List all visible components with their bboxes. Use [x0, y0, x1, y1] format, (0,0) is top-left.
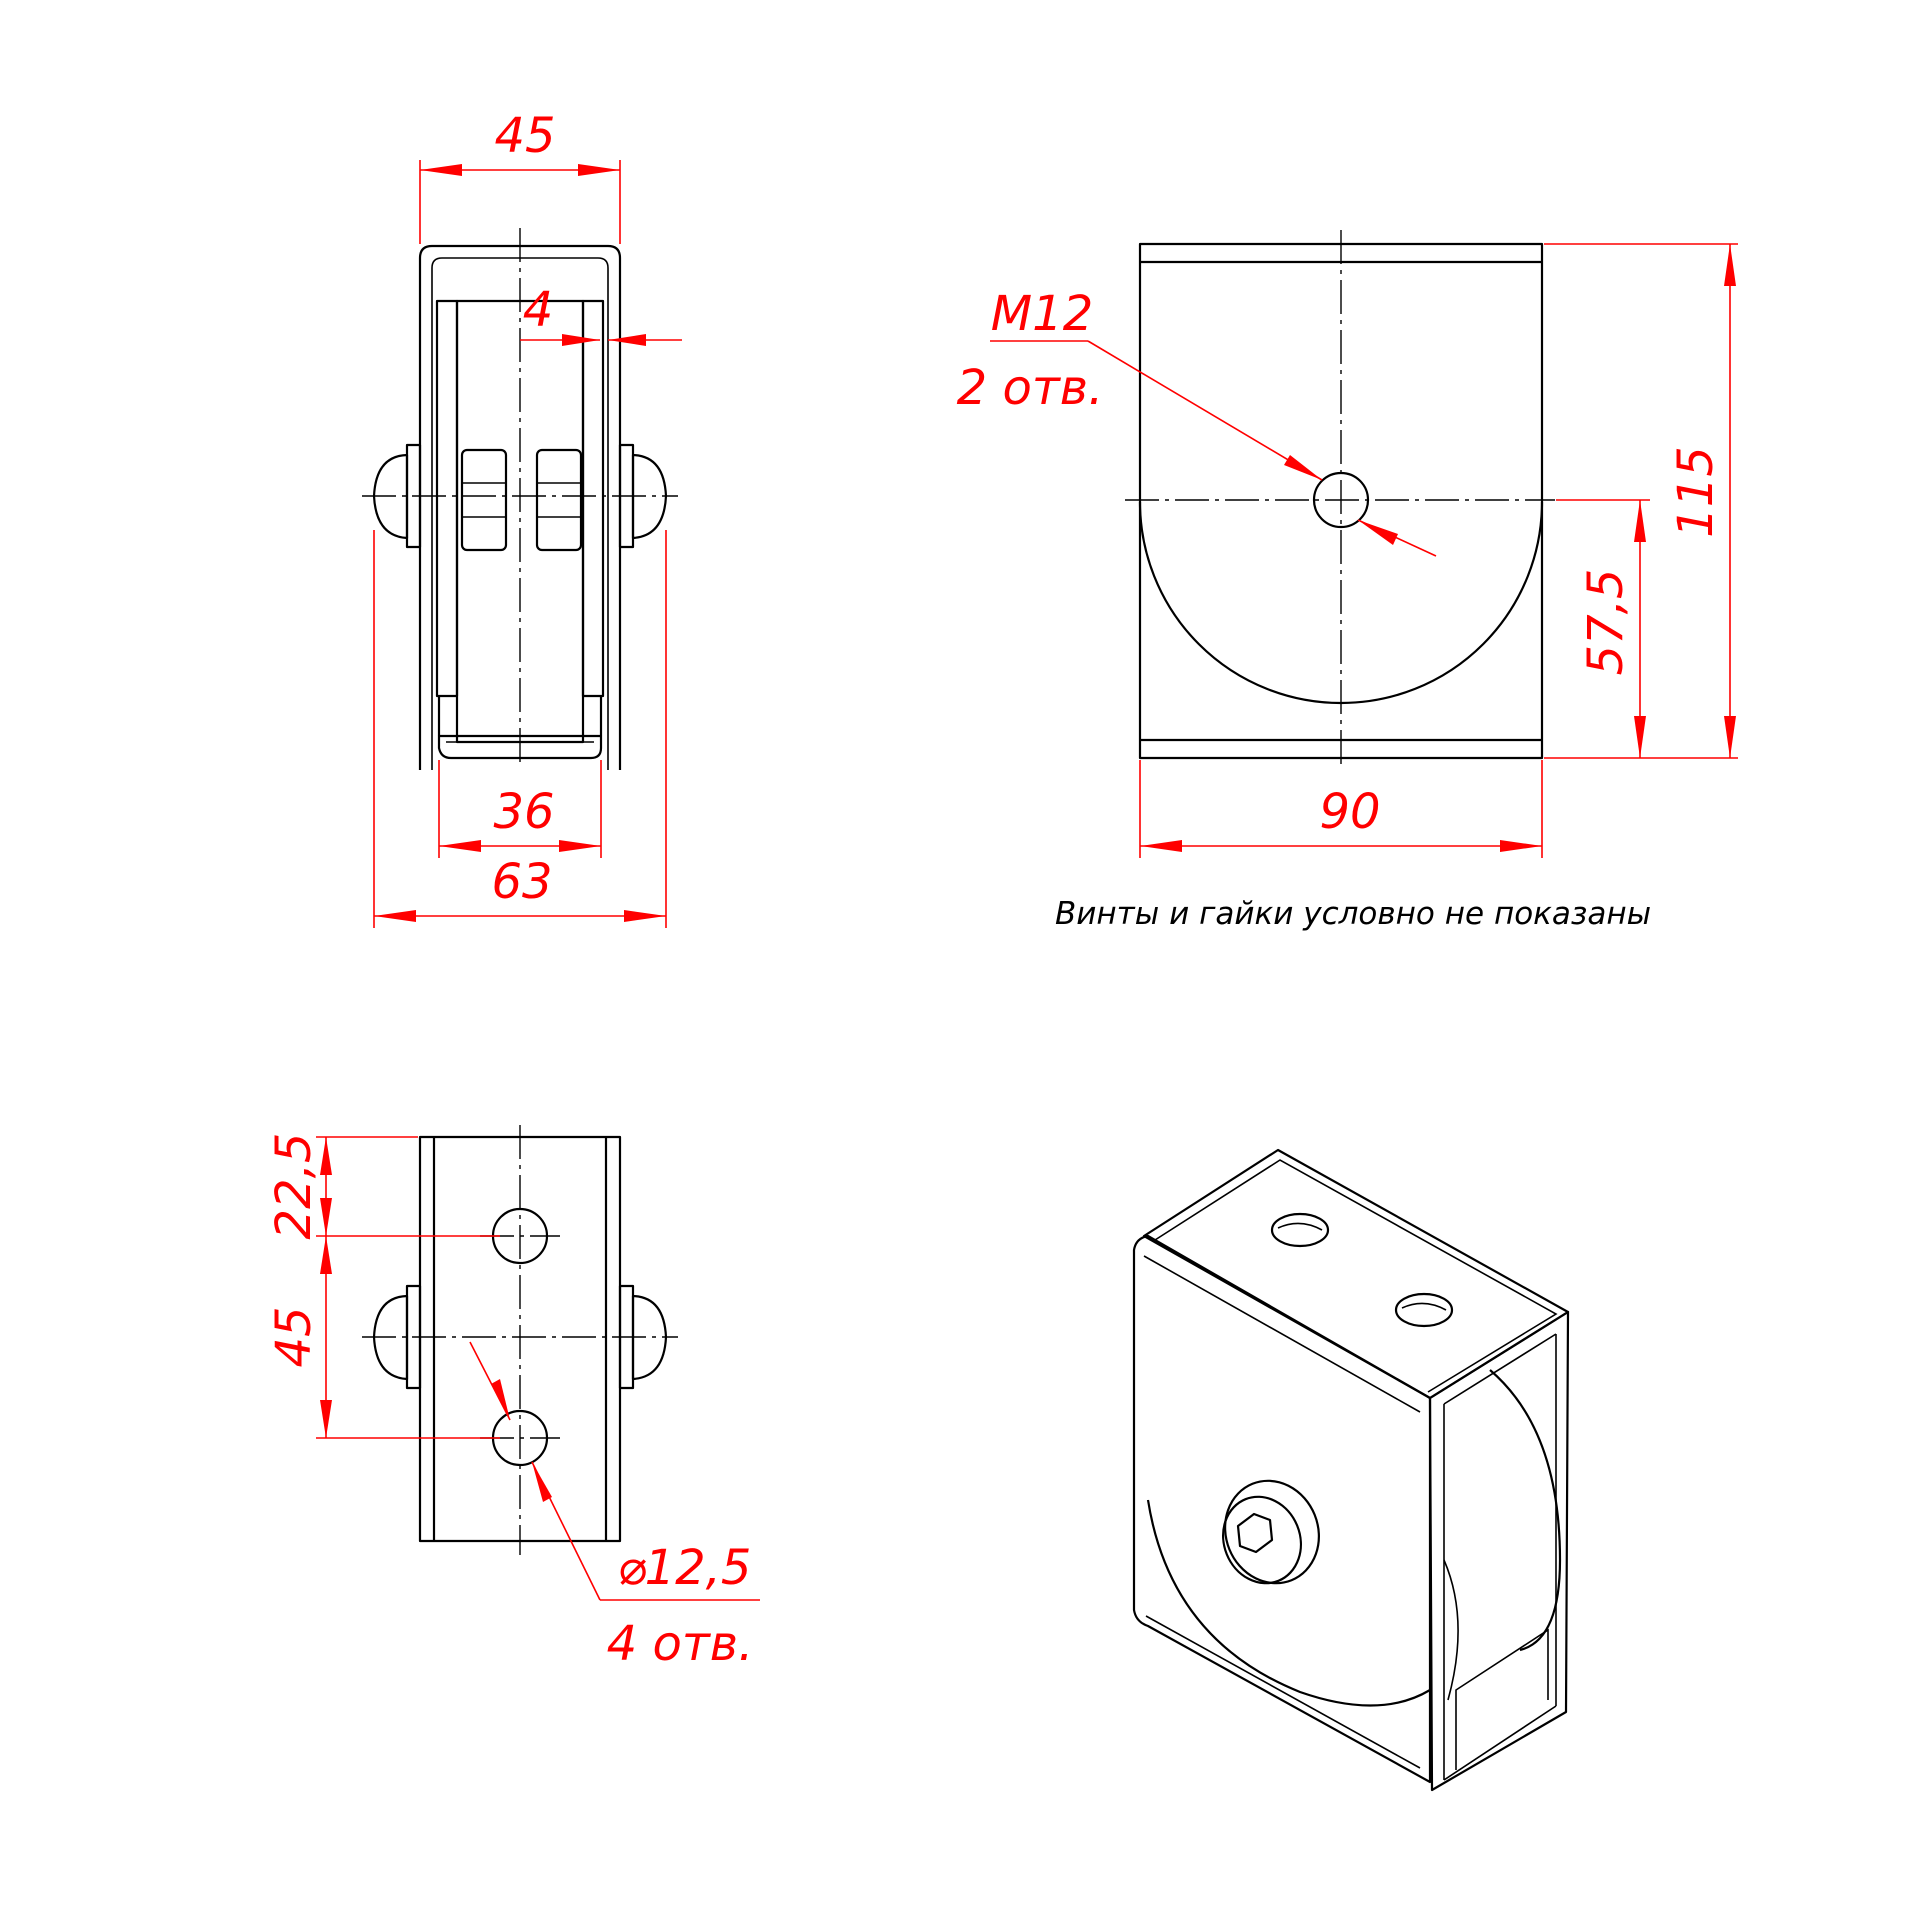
- front-view-dimensions: 45 4 36 63: [373, 108, 682, 928]
- hole-diameter-label: 12,5: [645, 1540, 752, 1596]
- hole-count-label: 4 отв.: [607, 1616, 754, 1672]
- front-view: [362, 228, 678, 770]
- dim-bolt-width-label: 63: [491, 854, 552, 910]
- isometric-view: [1132, 1148, 1570, 1792]
- dim-inner-width-label: 36: [493, 784, 554, 840]
- dim-plate-thickness-label: 4: [523, 282, 554, 338]
- dim-overall-width-label: 45: [494, 108, 555, 164]
- dim-axis-height-label: 57,5: [1578, 569, 1634, 676]
- side-view-dimensions: M12 2 отв. 115 57,5 90: [957, 243, 1738, 858]
- side-view: [1125, 230, 1555, 770]
- thread-callout-label: M12: [991, 286, 1094, 342]
- dim-hole-spacing-label: 45: [266, 1306, 322, 1367]
- dim-height-label: 115: [1668, 446, 1724, 538]
- top-view-dimensions: 22,5 45 ⌀ 12,5 4 отв.: [266, 1133, 760, 1672]
- dim-width-label: 90: [1319, 784, 1380, 840]
- top-view: [362, 1125, 678, 1555]
- fasteners-note: Винты и гайки условно не показаны: [1055, 896, 1651, 932]
- hole-diameter-symbol: ⌀: [618, 1540, 647, 1596]
- thread-count-label: 2 отв.: [957, 360, 1104, 416]
- dim-hole-offset-label: 22,5: [266, 1133, 322, 1240]
